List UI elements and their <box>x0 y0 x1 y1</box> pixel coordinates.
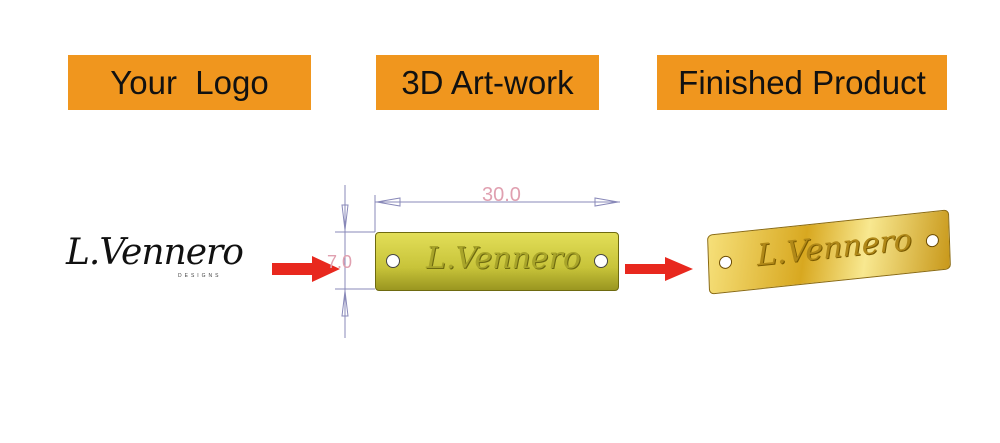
artwork-plate: L.Vennero <box>375 232 619 291</box>
dimension-lines <box>335 185 620 338</box>
plate-engraving: L.Vennero <box>756 222 913 274</box>
hole-icon <box>594 254 608 268</box>
finished-plate: L.Vennero <box>707 209 951 295</box>
arrow-right-icon <box>272 256 340 282</box>
label-3d-artwork: 3D Art-work <box>376 55 599 110</box>
label-finished-product: Finished Product <box>657 55 947 110</box>
hole-icon <box>925 233 940 248</box>
logo-image: L.Vennero DESIGNS <box>66 232 244 279</box>
plate-engraving: L.Vennero <box>426 241 581 276</box>
dimension-height: 7.0 <box>327 252 353 272</box>
arrow-right-icon <box>625 257 693 281</box>
label-your-logo: Your Logo <box>68 55 311 110</box>
hole-icon <box>718 255 733 270</box>
logo-name: L.Vennero <box>66 232 244 273</box>
logo-tagline: DESIGNS <box>178 273 222 279</box>
hole-icon <box>386 254 400 268</box>
dimension-width: 30.0 <box>482 184 521 206</box>
